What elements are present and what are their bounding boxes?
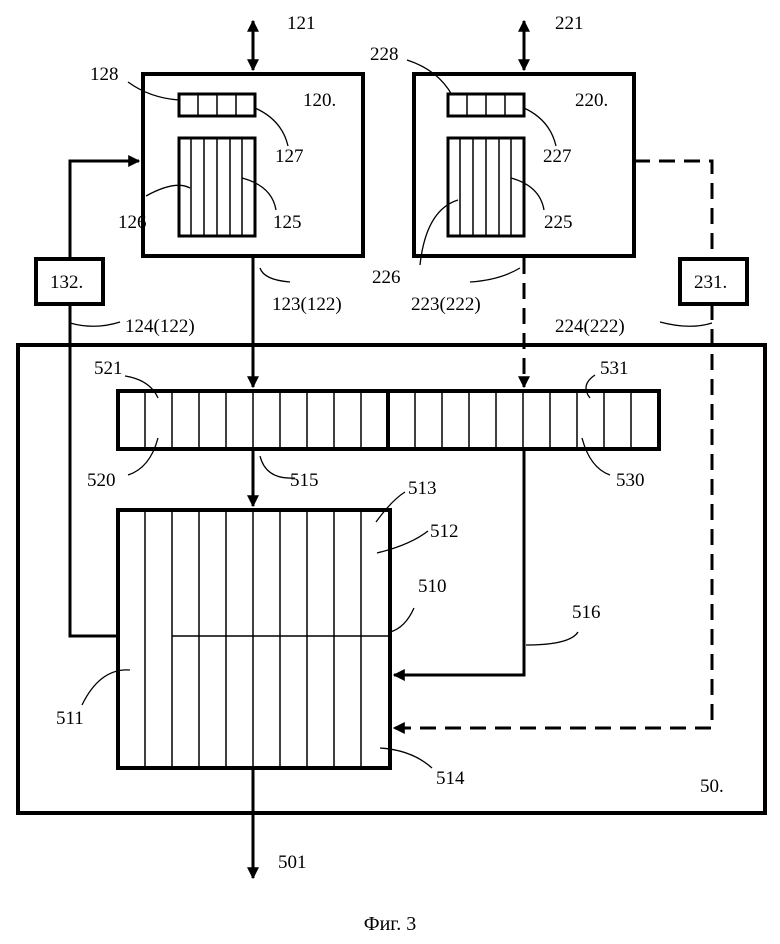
label-120: 120. <box>303 90 336 111</box>
label-225: 225 <box>544 212 573 233</box>
label-512: 512 <box>430 521 459 542</box>
label-511: 511 <box>56 708 84 729</box>
label-514: 514 <box>436 768 465 789</box>
matrix-510 <box>118 510 390 768</box>
label-127: 127 <box>275 146 304 167</box>
label-224: 224(222) <box>555 316 625 337</box>
label-132: 132. <box>50 272 83 293</box>
label-231: 231. <box>694 272 727 293</box>
label-121: 121 <box>287 13 316 34</box>
label-510: 510 <box>418 576 447 597</box>
label-531: 531 <box>600 358 629 379</box>
register-520-530 <box>118 391 659 449</box>
line-224-upper <box>634 161 712 259</box>
line-224 <box>394 304 712 728</box>
label-126: 126 <box>118 212 147 233</box>
label-515: 515 <box>290 470 319 491</box>
label-228: 228 <box>370 44 399 65</box>
figure-caption: Фиг. 3 <box>364 913 416 935</box>
label-226: 226 <box>372 267 401 288</box>
label-223: 223(222) <box>411 294 481 315</box>
label-128: 128 <box>90 64 119 85</box>
line-124-upper <box>70 161 139 259</box>
label-521: 521 <box>94 358 123 379</box>
label-530: 530 <box>616 470 645 491</box>
label-123: 123(122) <box>272 294 342 315</box>
label-513: 513 <box>408 478 437 499</box>
label-516: 516 <box>572 602 601 623</box>
label-50: 50. <box>700 776 724 797</box>
label-227: 227 <box>543 146 572 167</box>
label-125: 125 <box>273 212 302 233</box>
label-220: 220. <box>575 90 608 111</box>
label-501: 501 <box>278 852 307 873</box>
label-124: 124(122) <box>125 316 195 337</box>
label-221: 221 <box>555 13 584 34</box>
label-520: 520 <box>87 470 116 491</box>
